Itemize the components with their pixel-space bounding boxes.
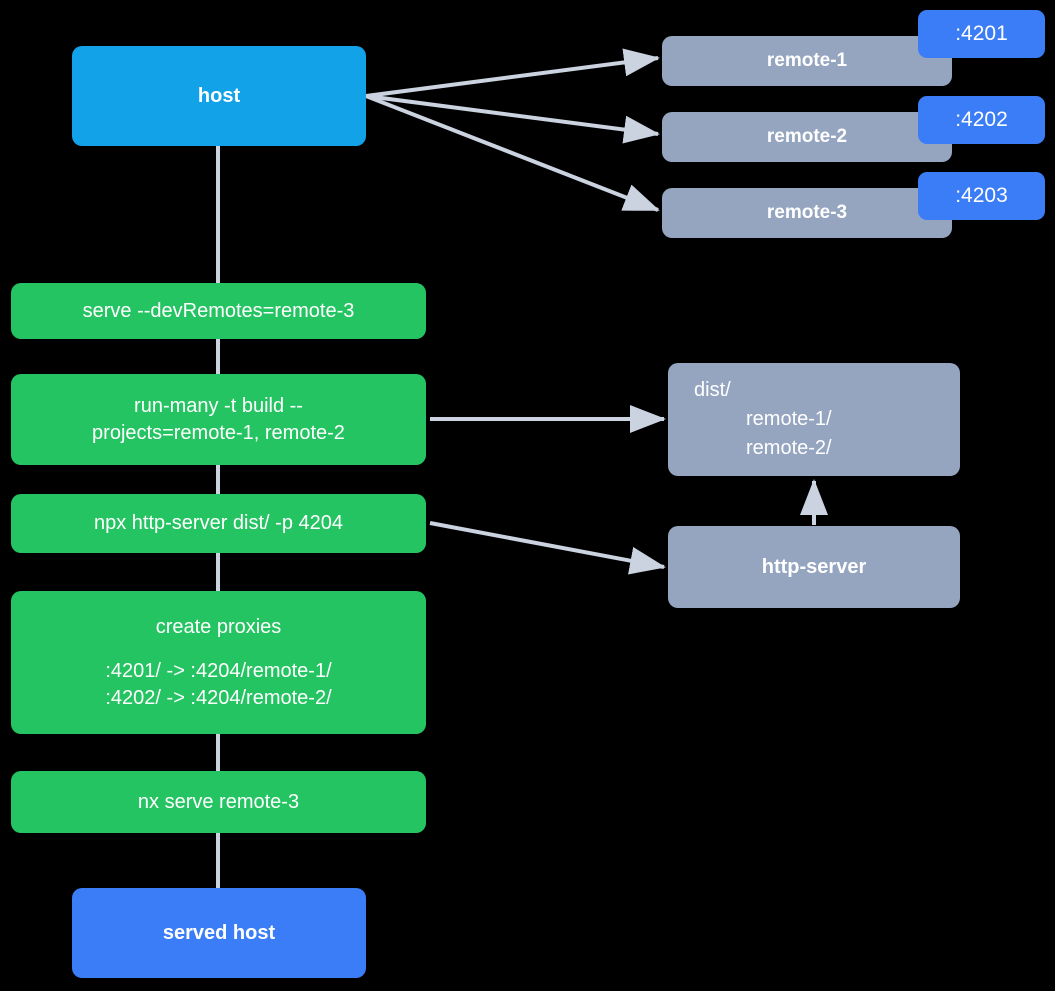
node-cmd-serve-label: serve --devRemotes=remote-3 — [82, 299, 355, 322]
port-badge-remote-2[interactable]: :4202 — [918, 96, 1045, 144]
node-remote-3[interactable]: remote-3 — [662, 188, 952, 238]
node-http-server[interactable]: http-server — [668, 526, 960, 608]
node-dist[interactable]: dist/ remote-1/ remote-2/ — [668, 363, 960, 476]
port-badge-remote-3-label: :4203 — [955, 184, 1008, 207]
node-cmd-http-server-label: npx http-server dist/ -p 4204 — [93, 512, 343, 535]
port-badge-remote-2-label: :4202 — [955, 108, 1008, 131]
port-badge-remote-1[interactable]: :4201 — [918, 10, 1045, 58]
node-host[interactable]: host — [72, 46, 366, 146]
node-remote-1-label: remote-1 — [766, 50, 848, 72]
node-host-label: host — [197, 84, 241, 107]
edge-host-to-remote-1 — [365, 48, 660, 98]
node-dist-line-3: remote-2/ — [746, 437, 832, 459]
edge-host-to-remote-3 — [365, 94, 660, 212]
node-cmd-run-many[interactable]: run-many -t build -- projects=remote-1, … — [11, 374, 426, 465]
node-cmd-create-proxies-mapping-1: :4201/ -> :4204/remote-1/ — [105, 660, 332, 683]
node-http-server-label: http-server — [761, 555, 867, 578]
edge-host-to-remote-2 — [365, 94, 660, 144]
node-cmd-serve[interactable]: serve --devRemotes=remote-3 — [11, 283, 426, 339]
port-badge-remote-3[interactable]: :4203 — [918, 172, 1045, 220]
node-remote-3-label: remote-3 — [766, 202, 848, 224]
node-remote-2[interactable]: remote-2 — [662, 112, 952, 162]
node-dist-line-2: remote-1/ — [746, 408, 832, 430]
node-cmd-create-proxies[interactable]: create proxies :4201/ -> :4204/remote-1/… — [11, 591, 426, 734]
node-cmd-create-proxies-mapping-2: :4202/ -> :4204/remote-2/ — [105, 686, 332, 709]
node-dist-line-1: dist/ — [694, 379, 731, 401]
node-cmd-run-many-line-2: projects=remote-1, remote-2 — [92, 421, 345, 444]
port-badge-remote-1-label: :4201 — [955, 22, 1008, 45]
node-remote-1[interactable]: remote-1 — [662, 36, 952, 86]
node-served-host-label: served host — [162, 921, 276, 944]
node-cmd-nx-serve-label: nx serve remote-3 — [137, 790, 300, 813]
node-remote-2-label: remote-2 — [766, 126, 848, 148]
node-cmd-run-many-line-1: run-many -t build -- — [134, 395, 303, 418]
node-cmd-http-server[interactable]: npx http-server dist/ -p 4204 — [11, 494, 426, 553]
edge-npx-to-httpserver — [429, 521, 666, 575]
node-cmd-create-proxies-title: create proxies — [155, 615, 282, 638]
node-served-host[interactable]: served host — [72, 888, 366, 978]
node-cmd-nx-serve[interactable]: nx serve remote-3 — [11, 771, 426, 833]
